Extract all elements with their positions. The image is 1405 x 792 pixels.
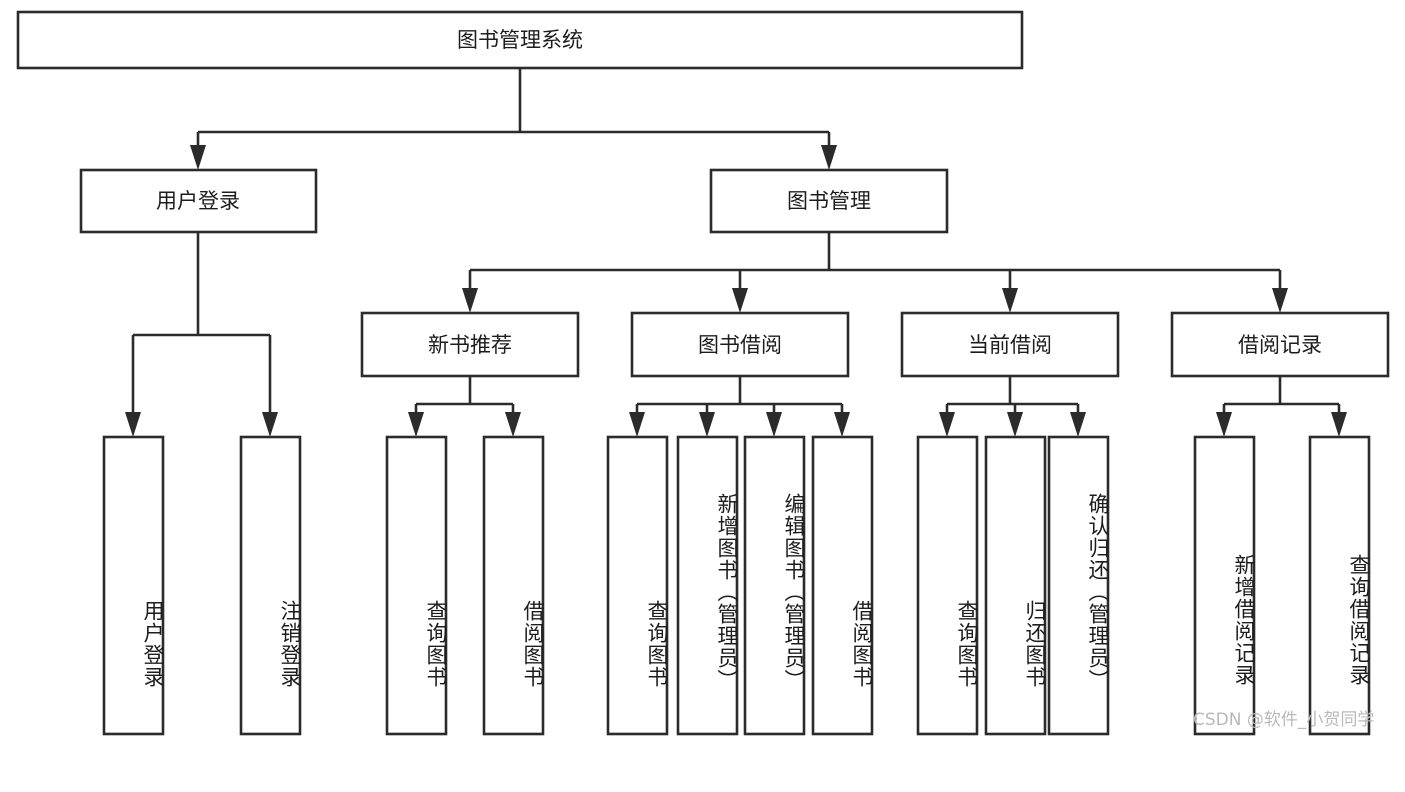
node-leaf-add-record-box[interactable] (1193, 435, 1256, 736)
arrow-head-leaf-query-book-1 (408, 412, 424, 437)
connector-group-borrow-record-children (1216, 376, 1347, 437)
node-leaf-query-record-box[interactable] (1308, 435, 1371, 736)
node-book-borrow-label: 图书借阅 (698, 333, 782, 357)
node-borrow-record-label: 借阅记录 (1238, 333, 1322, 357)
node-current-borrow-box[interactable] (900, 311, 1120, 378)
connector-group-root (190, 68, 837, 170)
node-new-book-rec[interactable]: 新书推荐 (360, 311, 580, 378)
node-leaf-logout-box[interactable] (239, 435, 302, 736)
node-leaf-user-login-box[interactable] (102, 435, 165, 736)
node-borrow-record-box[interactable] (1170, 311, 1390, 378)
node-user-login-label: 用户登录 (156, 189, 240, 213)
node-user-login-box[interactable] (79, 168, 318, 234)
arrow-head-leaf-logout (262, 412, 278, 437)
node-root-box[interactable] (16, 10, 1024, 70)
node-current-borrow[interactable]: 当前借阅 (900, 311, 1120, 378)
node-current-borrow-label: 当前借阅 (968, 333, 1052, 357)
arrow-head-leaf-borrow-book-1 (505, 412, 521, 437)
arrow-head-leaf-confirm-return (1070, 412, 1086, 437)
node-leaf-add-book-box[interactable] (676, 435, 739, 736)
node-leaf-confirm-return-box[interactable] (1047, 435, 1110, 736)
connector-group-book-manage (462, 232, 1288, 313)
arrow-head-leaf-borrow-book-2 (834, 412, 850, 437)
hierarchy-diagram: 图书管理系统 用户登录 图书管理 新书推荐 图书借阅 当前借阅 借阅记录 (16, 10, 1390, 736)
arrow-head-new-book-rec (462, 288, 478, 313)
node-leaf-borrow-book-1-box[interactable] (482, 435, 545, 736)
node-book-borrow[interactable]: 图书借阅 (630, 311, 850, 378)
connector-group-user-login-children (125, 232, 278, 437)
arrow-head-leaf-user-login (125, 412, 141, 437)
node-leaf-query-book-2-box[interactable] (606, 435, 669, 736)
node-leaf-return-book-box[interactable] (984, 435, 1047, 736)
csdn-watermark: CSDN @软件_小贺同学 (1193, 710, 1375, 730)
node-new-book-rec-label: 新书推荐 (428, 333, 512, 357)
node-new-book-rec-box[interactable] (360, 311, 580, 378)
arrow-head-leaf-query-book-3 (939, 412, 955, 437)
node-leaf-query-book-3-box[interactable] (916, 435, 979, 736)
arrow-head-borrow-record (1272, 288, 1288, 313)
arrow-head-current-borrow (1002, 288, 1018, 313)
node-leaf-edit-book-box[interactable] (743, 435, 806, 736)
arrow-head-leaf-query-record (1331, 412, 1347, 437)
node-borrow-record[interactable]: 借阅记录 (1170, 311, 1390, 378)
node-book-manage-box[interactable] (709, 168, 949, 234)
arrow-head-leaf-edit-book (766, 412, 782, 437)
node-user-login[interactable]: 用户登录 (79, 168, 318, 234)
node-book-borrow-box[interactable] (630, 311, 850, 378)
arrow-head-user-login (190, 145, 206, 170)
connector-group-book-borrow-children (629, 376, 850, 437)
node-book-manage-label: 图书管理 (787, 189, 871, 213)
arrow-head-book-manage (821, 145, 837, 170)
arrow-head-book-borrow (732, 288, 748, 313)
arrow-head-leaf-add-book (699, 412, 715, 437)
arrow-head-leaf-return-book (1007, 412, 1023, 437)
diagram-canvas: 图书管理系统 用户登录 图书管理 新书推荐 图书借阅 当前借阅 借阅记录 (16, 10, 1390, 736)
connector-group-new-book-rec-children (408, 376, 521, 437)
node-leaf-query-book-1-box[interactable] (385, 435, 448, 736)
connector-group-current-borrow-children (939, 376, 1086, 437)
arrow-head-leaf-query-book-2 (629, 412, 645, 437)
leaf-boxes (102, 435, 1371, 736)
node-root-label: 图书管理系统 (457, 28, 583, 52)
node-root[interactable]: 图书管理系统 (16, 10, 1024, 70)
node-book-manage[interactable]: 图书管理 (709, 168, 949, 234)
arrow-head-leaf-add-record (1216, 412, 1232, 437)
node-leaf-borrow-book-2-box[interactable] (811, 435, 874, 736)
